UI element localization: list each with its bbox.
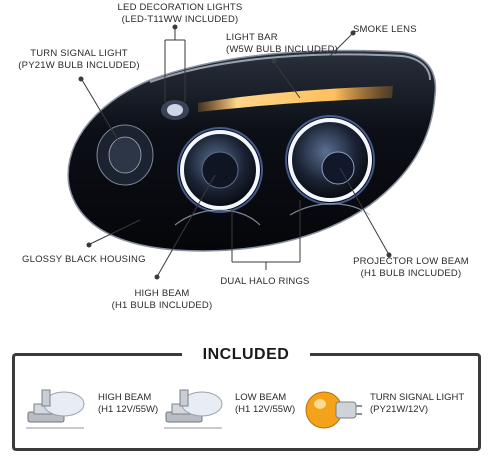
headlight-illustration (67, 24, 437, 280)
h1-bulb-icon (26, 389, 85, 429)
dual-halo-label: DUAL HALO RINGS (210, 276, 320, 288)
halo-ring-right (288, 118, 372, 202)
included-item-turn-signal-line2: (PY21W/12V) (370, 403, 429, 415)
high-beam-line1: HIGH BEAM (134, 288, 190, 299)
smoke-lens-line1: SMOKE LENS (353, 24, 417, 35)
included-title: INCLUDED (182, 344, 310, 366)
projector-low-label: PROJECTOR LOW BEAM (H1 BULB INCLUDED) (336, 256, 486, 279)
turn-signal-label: TURN SIGNAL LIGHT (PY21W BULB INCLUDED) (4, 48, 154, 71)
included-item-low-beam: LOW BEAM (H1 12V/55W) (235, 392, 295, 415)
light-bar-line1: LIGHT BAR (226, 32, 278, 43)
light-bar-line2: (W5W BULB INCLUDED) (226, 43, 339, 55)
turn-signal-line1: TURN SIGNAL LIGHT (30, 48, 128, 59)
light-bar (198, 86, 393, 112)
included-item-turn-signal: TURN SIGNAL LIGHT (PY21W/12V) (370, 392, 464, 415)
high-beam-label: HIGH BEAM (H1 BULB INCLUDED) (92, 288, 232, 311)
included-item-high-beam-line2: (H1 12V/55W) (98, 403, 159, 415)
projector-low-line1: PROJECTOR LOW BEAM (353, 256, 469, 267)
included-item-high-beam: HIGH BEAM (H1 12V/55W) (98, 392, 158, 415)
smoke-lens-label: SMOKE LENS (353, 24, 417, 36)
led-decoration (167, 104, 183, 116)
h1-bulb-icon (164, 389, 223, 429)
projector-low-line2: (H1 BULB INCLUDED) (360, 267, 462, 279)
led-decoration-label: LED DECORATION LIGHTS (LED-T11WW INCLUDE… (110, 2, 250, 25)
included-item-low-beam-line1: LOW BEAM (235, 392, 287, 403)
dual-halo-line1: DUAL HALO RINGS (220, 276, 310, 287)
light-bar-label: LIGHT BAR (W5W BULB INCLUDED) (226, 32, 338, 55)
led-decoration-line2: (LED-T11WW INCLUDED) (121, 13, 239, 25)
glossy-black-line1: GLOSSY BLACK HOUSING (22, 254, 146, 265)
amber-bulb-icon (305, 391, 362, 429)
high-beam-line2: (H1 BULB INCLUDED) (111, 299, 213, 311)
glossy-black-label: GLOSSY BLACK HOUSING (22, 254, 146, 266)
led-decoration-line1: LED DECORATION LIGHTS (117, 2, 243, 13)
included-item-low-beam-line2: (H1 12V/55W) (235, 403, 296, 415)
included-item-turn-signal-line1: TURN SIGNAL LIGHT (370, 392, 465, 403)
included-item-high-beam-line1: HIGH BEAM (98, 392, 152, 403)
turn-signal-line2: (PY21W BULB INCLUDED) (18, 59, 140, 71)
halo-ring-left (180, 130, 260, 210)
